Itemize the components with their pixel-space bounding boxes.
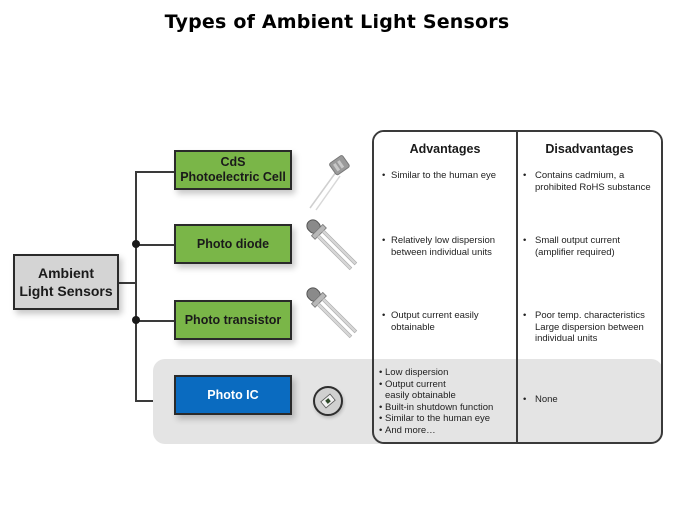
list-item: Relatively low dispersion between indivi… [381, 235, 513, 258]
phototransistor-icon [306, 287, 358, 339]
connector-trunk [135, 171, 137, 401]
list-item: Output current easily obtainable [381, 310, 501, 333]
root-label-line1: Ambient [37, 265, 94, 281]
list-item: Similar to the human eye [381, 170, 513, 182]
list-item: Poor temp. characteristics Large dispers… [522, 310, 660, 345]
comparison-table: Advantages Disadvantages Similar to the … [372, 130, 663, 444]
column-divider [516, 132, 518, 442]
cds-cell-icon [309, 155, 350, 211]
photo-ic-chip-icon [313, 386, 343, 416]
row-cds-advantages: Similar to the human eye [381, 170, 513, 182]
connector-branch-cds [135, 171, 175, 173]
list-item: None [522, 394, 660, 406]
sensor-label: Photo diode [196, 236, 270, 251]
chip-icon [320, 393, 336, 409]
list-item: Low dispersion [378, 367, 514, 379]
photodiode-icon [306, 219, 358, 271]
sensor-label: Photo IC [207, 387, 259, 402]
header-disadvantages: Disadvantages [545, 142, 634, 156]
junction-dot [132, 240, 140, 248]
sensor-label-line2: Photoelectric Cell [180, 170, 286, 184]
connector-branch-photodiode [135, 244, 175, 246]
root-label-line2: Light Sensors [19, 283, 113, 299]
sensor-photo-diode: Photo diode [174, 224, 292, 264]
junction-dot [132, 316, 140, 324]
sensor-photo-ic: Photo IC [174, 375, 292, 415]
header-advantages: Advantages [409, 142, 481, 156]
row-photodiode-disadvantages: Small output current (amplifier required… [522, 235, 650, 258]
sensor-photo-transistor: Photo transistor [174, 300, 292, 340]
row-cds-disadvantages: Contains cadmium, a prohibited RoHS subs… [522, 170, 660, 193]
list-item: Similar to the human eye [378, 413, 514, 425]
list-item-continuation: easily obtainable [385, 390, 456, 401]
row-photoic-disadvantages: None [522, 394, 660, 406]
row-photodiode-advantages: Relatively low dispersion between indivi… [381, 235, 513, 258]
sensor-label: Photo transistor [184, 312, 282, 327]
list-item: Small output current (amplifier required… [522, 235, 650, 258]
list-item: Built-in shutdown function [378, 402, 514, 414]
list-item: Contains cadmium, a prohibited RoHS subs… [522, 170, 660, 193]
sensor-label-line1: CdS [220, 155, 246, 169]
connector-branch-phototransistor [135, 320, 175, 322]
page-title: Types of Ambient Light Sensors [164, 11, 510, 33]
connector-root [119, 282, 135, 284]
row-phototransistor-advantages: Output current easily obtainable [381, 310, 501, 333]
root-ambient-light-sensors: Ambient Light Sensors [13, 254, 119, 310]
list-item: And more… [378, 425, 514, 437]
list-item: Output current [378, 379, 514, 391]
row-photoic-advantages: Low dispersion Output current easily obt… [378, 367, 514, 436]
sensor-cds-photoelectric-cell: CdS Photoelectric Cell [174, 150, 292, 190]
row-phototransistor-disadvantages: Poor temp. characteristics Large dispers… [522, 310, 660, 345]
